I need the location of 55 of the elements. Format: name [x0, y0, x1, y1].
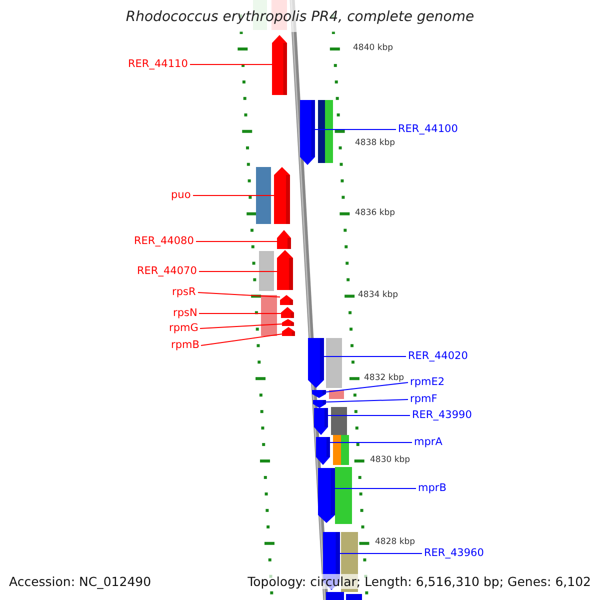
gene-label: rpsN: [173, 307, 198, 320]
leader-line: [190, 64, 272, 65]
leader-line: [328, 415, 410, 416]
leader-line: [330, 442, 412, 443]
gene-label: RER_44100: [398, 123, 458, 136]
leader-line: [326, 399, 408, 402]
gene-feature: [282, 327, 295, 336]
leader-line: [324, 356, 406, 357]
gene-label: mprA: [414, 436, 442, 449]
gene-feature: [308, 338, 324, 388]
gene-feature: [312, 390, 326, 398]
scale-label: 4834 kbp: [358, 290, 398, 301]
gene-label: rpmB: [171, 339, 200, 352]
gene-feature: [313, 400, 326, 408]
gene-feature: [281, 307, 294, 318]
footer-text: Topology: circular; Length: 6,516,310 bp; Genes: 6,102: [248, 574, 591, 589]
scale-label: 4838 kbp: [355, 138, 396, 149]
leader-line: [196, 241, 278, 242]
gene-label: rpmF: [410, 393, 438, 406]
gene-feature: [280, 295, 293, 305]
gene-feature: [282, 319, 294, 326]
gene-feature: [300, 100, 315, 165]
gene-label: RER_44110: [128, 58, 188, 71]
leader-line: [198, 292, 280, 298]
scale-label: 4830 kbp: [370, 455, 410, 466]
gene-feature: [272, 35, 287, 95]
gene-label: mprB: [418, 482, 446, 495]
scale-label: 4828 kbp: [375, 537, 416, 548]
footer-text: Accession: NC_012490: [9, 574, 152, 589]
leader-line: [200, 324, 282, 329]
scale-label: 4832 kbp: [364, 373, 404, 384]
title: Rhodococcus erythropolis PR4, complete genome: [124, 9, 476, 25]
gene-label: RER_43960: [424, 547, 484, 560]
gene-label: rpsR: [172, 286, 196, 299]
gene-feature: [274, 167, 290, 224]
leader-line: [198, 313, 282, 314]
gene-feature: [277, 230, 291, 249]
gene-label: rpmE2: [410, 376, 445, 389]
gene-label: RER_44080: [134, 235, 194, 248]
scale-label: 4840 kbp: [353, 43, 394, 54]
gene-feature: [316, 437, 330, 465]
gene-label: RER_44020: [408, 350, 468, 363]
gene-feature: [318, 468, 335, 523]
leader-line: [198, 271, 278, 272]
leader-line: [326, 382, 408, 392]
leader-line: [334, 488, 416, 489]
gene-label: RER_44070: [137, 265, 197, 278]
gene-label: rpmG: [169, 322, 198, 335]
gene-label: puo: [171, 189, 191, 202]
leader-line: [340, 553, 422, 554]
gene-label: RER_43990: [412, 409, 472, 422]
leader-line: [314, 129, 396, 130]
leader-line: [192, 195, 274, 196]
scale-label: 4836 kbp: [355, 208, 396, 219]
leader-line: [200, 334, 282, 346]
